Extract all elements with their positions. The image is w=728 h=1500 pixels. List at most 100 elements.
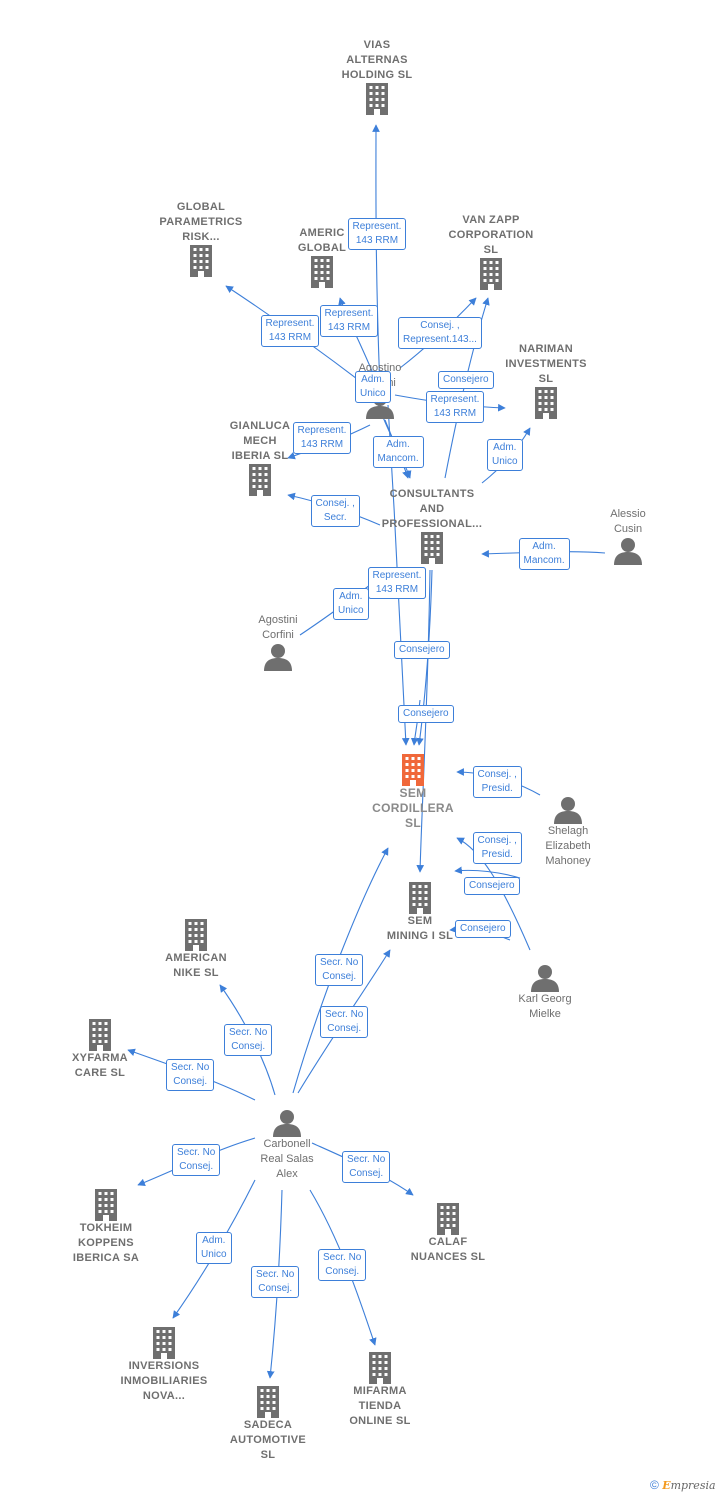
- person-icon: [493, 796, 643, 824]
- company-node-vanzapp[interactable]: VAN ZAPP CORPORATION SL: [416, 213, 566, 290]
- edge-label: Consejero: [455, 920, 511, 938]
- edge-label: Consej. , Secr.: [310, 495, 360, 527]
- node-label: NARIMAN INVESTMENTS SL: [505, 343, 587, 385]
- company-node-sadeca[interactable]: SADECA AUTOMOTIVE SL: [193, 1386, 343, 1463]
- node-label: TOKHEIM KOPPENS IBERICA SA: [72, 1222, 140, 1264]
- person-node-carbonell[interactable]: Carbonell Real Salas Alex: [212, 1109, 362, 1182]
- company-node-calaf[interactable]: CALAF NUANCES SL: [373, 1203, 523, 1265]
- node-label: Karl Georg Mielke: [518, 993, 572, 1020]
- edge-label: Adm. Mancom.: [518, 538, 570, 570]
- edge-label: Represent. 143 RRM: [319, 305, 379, 337]
- company-node-sem-cord[interactable]: SEM CORDILLERA SL: [338, 754, 488, 831]
- node-label: SADECA AUTOMOTIVE SL: [229, 1419, 307, 1461]
- company-node-tokheim[interactable]: TOKHEIM KOPPENS IBERICA SA: [31, 1189, 181, 1266]
- company-node-inversions[interactable]: INVERSIONS INMOBILIARIES NOVA...: [89, 1327, 239, 1404]
- node-label: CONSULTANTS AND PROFESSIONAL...: [381, 488, 483, 530]
- node-label: Agostini Corfini: [258, 614, 298, 641]
- building-icon: [247, 256, 397, 288]
- building-icon: [89, 1327, 239, 1359]
- building-icon: [416, 258, 566, 290]
- edge-label: Secr. No Consej.: [224, 1024, 273, 1056]
- edge-label: Represent. 143 RRM: [292, 422, 352, 454]
- company-node-americ-global[interactable]: AMERIC GLOBAL: [247, 226, 397, 288]
- edge-label: Adm. Mancom.: [372, 436, 424, 468]
- company-node-gianluca[interactable]: GIANLUCA MECH IBERIA SL: [185, 419, 335, 496]
- edge-line: [454, 866, 521, 879]
- footer-credit: © Empresia: [650, 1478, 716, 1492]
- edge-label: Consejero: [398, 705, 454, 723]
- brand-logo[interactable]: Empresia: [662, 1479, 716, 1492]
- node-label: VAN ZAPP CORPORATION SL: [448, 214, 534, 256]
- edge-label: Consejero: [464, 877, 520, 895]
- company-node-sem-mining[interactable]: SEM MINING I SL: [345, 882, 495, 944]
- edge-label: Secr. No Consej.: [172, 1144, 221, 1176]
- node-label: SEM CORDILLERA SL: [372, 786, 454, 830]
- edge-label: Adm. Unico: [355, 371, 391, 403]
- building-icon: [25, 1019, 175, 1051]
- edge-line: [410, 699, 421, 746]
- person-icon: [470, 964, 620, 992]
- edge-label: Consej. , Presid.: [472, 832, 522, 864]
- building-icon: [471, 387, 621, 419]
- node-label: AMERICAN NIKE SL: [165, 952, 227, 979]
- node-label: Carbonell Real Salas Alex: [260, 1138, 314, 1180]
- edge-label: Secr. No Consej.: [315, 954, 364, 986]
- edge-line: [416, 569, 431, 873]
- edge-label: Secr. No Consej.: [342, 1151, 391, 1183]
- company-node-global-param[interactable]: GLOBAL PARAMETRICS RISK...: [126, 200, 276, 277]
- edge-label: Secr. No Consej.: [251, 1266, 300, 1298]
- person-icon: [203, 643, 353, 671]
- edge-label: Secr. No Consej.: [320, 1006, 369, 1038]
- edge-label: Adm. Unico: [196, 1232, 232, 1264]
- company-node-xyfarma[interactable]: XYFARMA CARE SL: [25, 1019, 175, 1081]
- node-label: SEM MINING I SL: [386, 915, 454, 942]
- building-icon: [126, 245, 276, 277]
- person-node-shelagh[interactable]: Shelagh Elizabeth Mahoney: [493, 796, 643, 869]
- edge-label: Represent. 143 RRM: [425, 391, 485, 423]
- edge-label: Represent. 143 RRM: [347, 218, 407, 250]
- node-label: INVERSIONS INMOBILIARIES NOVA...: [120, 1360, 208, 1402]
- building-icon: [185, 464, 335, 496]
- building-icon: [305, 1352, 455, 1384]
- company-node-american-nike[interactable]: AMERICAN NIKE SL: [121, 919, 271, 981]
- building-icon: [302, 83, 452, 115]
- building-icon: [121, 919, 271, 951]
- person-icon: [212, 1109, 362, 1137]
- edge-label: Consej. , Represent.143...: [398, 317, 482, 349]
- person-icon: [553, 537, 703, 565]
- edge-label: Represent. 143 RRM: [367, 567, 427, 599]
- edge-label: Consejero: [394, 641, 450, 659]
- copyright-symbol: ©: [650, 1478, 659, 1492]
- node-label: CALAF NUANCES SL: [410, 1236, 486, 1263]
- node-label: MIFARMA TIENDA ONLINE SL: [349, 1385, 411, 1427]
- company-node-consultants[interactable]: CONSULTANTS AND PROFESSIONAL...: [357, 487, 507, 564]
- edge-label: Secr. No Consej.: [166, 1059, 215, 1091]
- node-label: VIAS ALTERNAS HOLDING SL: [341, 39, 413, 81]
- edge-label: Consejero: [438, 371, 494, 389]
- building-icon: [338, 754, 488, 786]
- node-label: Shelagh Elizabeth Mahoney: [545, 825, 591, 867]
- company-node-nariman[interactable]: NARIMAN INVESTMENTS SL: [471, 342, 621, 419]
- building-icon: [345, 882, 495, 914]
- building-icon: [31, 1189, 181, 1221]
- edge-label: Secr. No Consej.: [318, 1249, 367, 1281]
- node-label: Alessio Cusin: [610, 508, 646, 535]
- node-label: GIANLUCA MECH IBERIA SL: [229, 420, 291, 462]
- person-node-alessio[interactable]: Alessio Cusin: [553, 507, 703, 565]
- edge-label: Represent. 143 RRM: [260, 315, 320, 347]
- company-node-vias[interactable]: VIAS ALTERNAS HOLDING SL: [302, 38, 452, 115]
- company-node-mifarma[interactable]: MIFARMA TIENDA ONLINE SL: [305, 1352, 455, 1429]
- edge-label: Adm. Unico: [487, 439, 523, 471]
- edge-label: Consej. , Presid.: [472, 766, 522, 798]
- building-icon: [373, 1203, 523, 1235]
- edge-line: [416, 569, 433, 746]
- person-node-karl[interactable]: Karl Georg Mielke: [470, 964, 620, 1022]
- edge-label: Adm. Unico: [333, 588, 369, 620]
- building-icon: [193, 1386, 343, 1418]
- person-node-agostini[interactable]: Agostini Corfini: [203, 613, 353, 671]
- edge-line: [456, 837, 531, 951]
- node-label: AMERIC GLOBAL: [297, 227, 347, 254]
- node-label: GLOBAL PARAMETRICS RISK...: [159, 201, 243, 243]
- building-icon: [357, 532, 507, 564]
- node-label: XYFARMA CARE SL: [72, 1052, 128, 1079]
